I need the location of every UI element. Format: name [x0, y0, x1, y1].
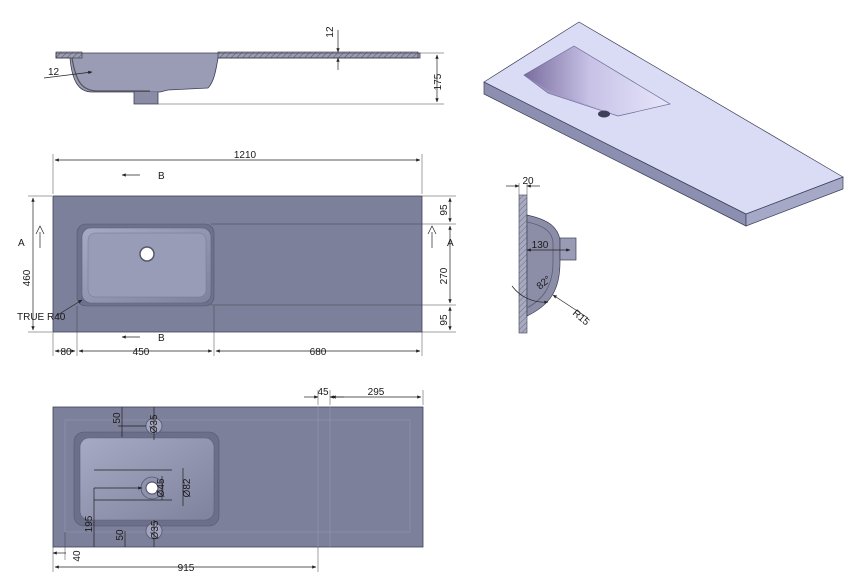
- side-section-view: 175 12 12: [43, 26, 444, 105]
- section-depth-dim: 130: [532, 240, 549, 251]
- top-dim-80: 80: [60, 347, 72, 358]
- underside-dim-45: 45: [317, 387, 329, 398]
- top-dim-95-bottom: 95: [439, 314, 450, 326]
- side-wall-dim: 12: [325, 26, 336, 38]
- underside-drain-hole: [145, 481, 159, 495]
- underside-dia-45: Ø45: [156, 478, 167, 497]
- top-width-dim: 460: [22, 269, 33, 286]
- section-a-label-left: A: [18, 238, 25, 249]
- section-b-label-top: B: [158, 171, 165, 182]
- top-dim-680: 680: [310, 347, 327, 358]
- section-radius-dim: R15: [570, 308, 591, 329]
- section-a-label-right: A: [447, 238, 454, 249]
- section-thickness-dim: 20: [522, 176, 534, 187]
- underside-dia-82: Ø82: [182, 478, 193, 497]
- underside-dim-295: 295: [368, 387, 385, 398]
- section-b-label-bottom: B: [158, 333, 165, 344]
- underside-dim-50-bottom: 50: [115, 529, 126, 541]
- iso-drain: [598, 110, 610, 118]
- underside-dim-915: 915: [178, 563, 195, 574]
- underside-dim-195: 195: [84, 515, 95, 532]
- top-dim-270: 270: [439, 267, 450, 284]
- radius-note: TRUE R40: [17, 312, 66, 323]
- underside-dia-35-bottom: Ø35: [150, 520, 161, 539]
- underside-dim-50-top: 50: [112, 412, 123, 424]
- top-length-dim: 1210: [234, 150, 257, 161]
- underside-dim-40: 40: [72, 550, 83, 562]
- underside-dia-35-top: Ø35: [149, 414, 160, 433]
- top-dim-450: 450: [133, 347, 150, 358]
- drain-hole: [139, 246, 155, 262]
- top-dim-95-top: 95: [439, 204, 450, 216]
- top-view: 1210 460 95 270 95 80 450 680 A A: [17, 150, 456, 358]
- side-height-dim: 175: [433, 73, 444, 90]
- section-a-view: 20 130 82° R15: [506, 176, 592, 334]
- side-bowl-wall-dim: 12: [48, 67, 60, 78]
- underside-view: 45 295 50 Ø35 Ø45 Ø82 195 50 Ø35 40 915: [52, 387, 424, 574]
- isometric-view: [483, 21, 844, 227]
